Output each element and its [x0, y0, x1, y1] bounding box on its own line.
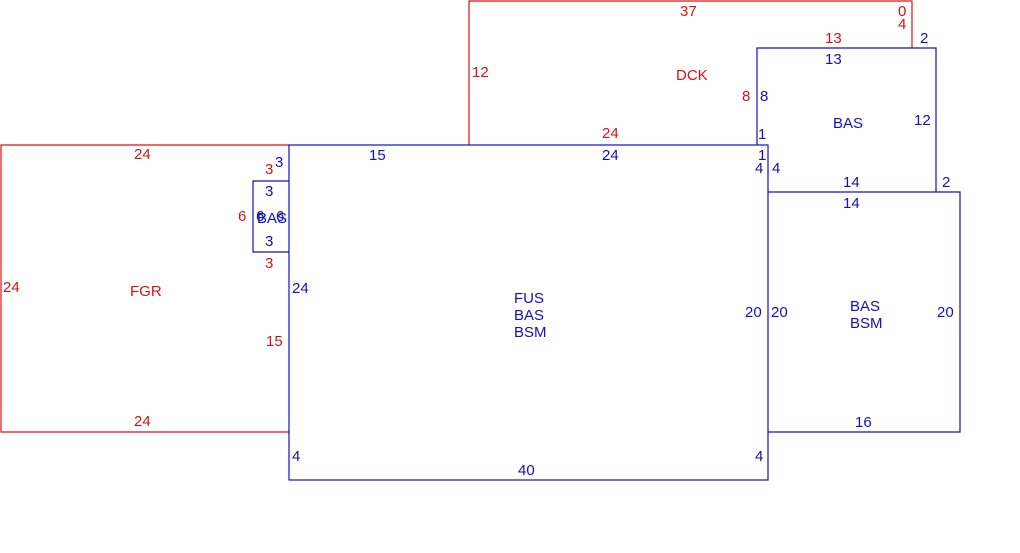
dim-label: 12: [914, 112, 931, 129]
dim-label: 24: [602, 125, 619, 142]
dim-label: 4: [292, 448, 300, 465]
dim-label: 20: [745, 304, 762, 321]
dim-label: 13: [825, 30, 842, 47]
dim-label: 3: [265, 255, 273, 272]
dim-label: 16: [855, 414, 872, 431]
dim-label: 6: [276, 208, 284, 225]
dim-label: 24: [3, 279, 20, 296]
dim-label: 15: [266, 333, 283, 350]
dim-label: 24: [602, 147, 619, 164]
dim-label: 24: [134, 413, 151, 430]
bas-small-label: BAS: [257, 210, 287, 227]
dim-label: 20: [937, 304, 954, 321]
dim-label: 4: [772, 160, 780, 177]
dim-label: 20: [771, 304, 788, 321]
fus-label-1: FUS: [514, 290, 544, 307]
dim-label: 14: [843, 195, 860, 212]
dim-label: 6: [256, 208, 264, 225]
dim-label: 24: [292, 280, 309, 297]
dim-label: 4: [755, 160, 763, 177]
dim-label: 14: [843, 174, 860, 191]
bas-lower-label-1: BAS: [850, 298, 880, 315]
fus-outline: [288, 144, 769, 481]
dim-label: 6: [238, 208, 246, 225]
dim-label: 3: [275, 154, 283, 171]
bas-upper-outline: [756, 47, 937, 192]
bas-small-outline: [252, 180, 289, 253]
dim-label: 4: [755, 448, 763, 465]
dim-label: 4: [898, 16, 906, 33]
bas-lower-outline: [768, 191, 961, 433]
fgr-outline: [0, 144, 289, 433]
dim-label: 3: [265, 233, 273, 250]
dim-label: 2: [942, 174, 950, 191]
dim-label: 15: [369, 147, 386, 164]
bas-lower-label-2: BSM: [850, 315, 883, 332]
dim-label: 1: [758, 126, 766, 143]
dim-label: 3: [265, 183, 273, 200]
dck-label: DCK: [676, 67, 708, 84]
dim-label: 1: [758, 147, 766, 164]
dim-label: 24: [134, 146, 151, 163]
dim-label: 2: [920, 30, 928, 47]
dim-label: 12: [472, 64, 489, 81]
bas-upper-label: BAS: [833, 115, 863, 132]
dim-label: 13: [825, 51, 842, 68]
dim-label: 8: [760, 88, 768, 105]
fus-label-3: BSM: [514, 324, 547, 341]
dim-label: 8: [742, 88, 750, 105]
fus-label-2: BAS: [514, 307, 544, 324]
dim-label: 37: [680, 3, 697, 20]
dim-label: 0: [898, 3, 906, 20]
fgr-label: FGR: [130, 283, 162, 300]
dim-label: 3: [265, 161, 273, 178]
dim-label: 40: [518, 462, 535, 479]
dck-outline: [468, 0, 913, 145]
